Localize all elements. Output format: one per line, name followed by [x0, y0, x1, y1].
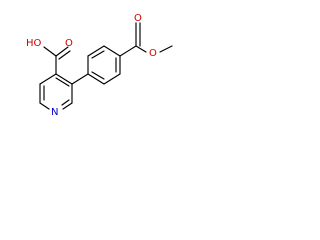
bond-benzene-2b [91, 50, 105, 59]
atom-labels: HO O N O O [26, 13, 157, 118]
bond-pyridine-3 [39, 102, 50, 110]
bond-pyridine-4 [62, 102, 73, 110]
bond-acid-c-oh [43, 46, 57, 57]
pyridine-nitrogen-label: N [51, 107, 58, 118]
bond-pyridine-6 [55, 73, 73, 85]
bond-ester-methyl [159, 45, 173, 53]
bond-acid-c-o-double [58, 50, 71, 60]
bond-benzene-6b [91, 71, 105, 80]
bond-benzene-2 [87, 45, 105, 57]
ester-oxygen-label: O [149, 48, 157, 59]
bond-benzene-ester [119, 45, 137, 57]
chemical-structure-diagram: HO O N O O [26, 13, 173, 118]
bond-benzene-3 [103, 45, 121, 57]
bond-benzene-6 [87, 73, 105, 85]
bonds [39, 22, 173, 110]
bond-ester-oxygen [135, 45, 147, 53]
bond-benzene-5 [103, 73, 121, 85]
bond-pyridine-4b [61, 99, 70, 106]
bond-pyridine-1 [39, 73, 57, 85]
bond-acid-c-o [55, 46, 69, 57]
bond-pyridine-6b [55, 77, 70, 87]
acid-carbonyl-oxygen-label: O [65, 38, 73, 49]
bond-biaryl [71, 73, 89, 85]
hydroxyl-label: HO [26, 38, 42, 49]
ester-carbonyl-oxygen-label: O [134, 13, 142, 24]
